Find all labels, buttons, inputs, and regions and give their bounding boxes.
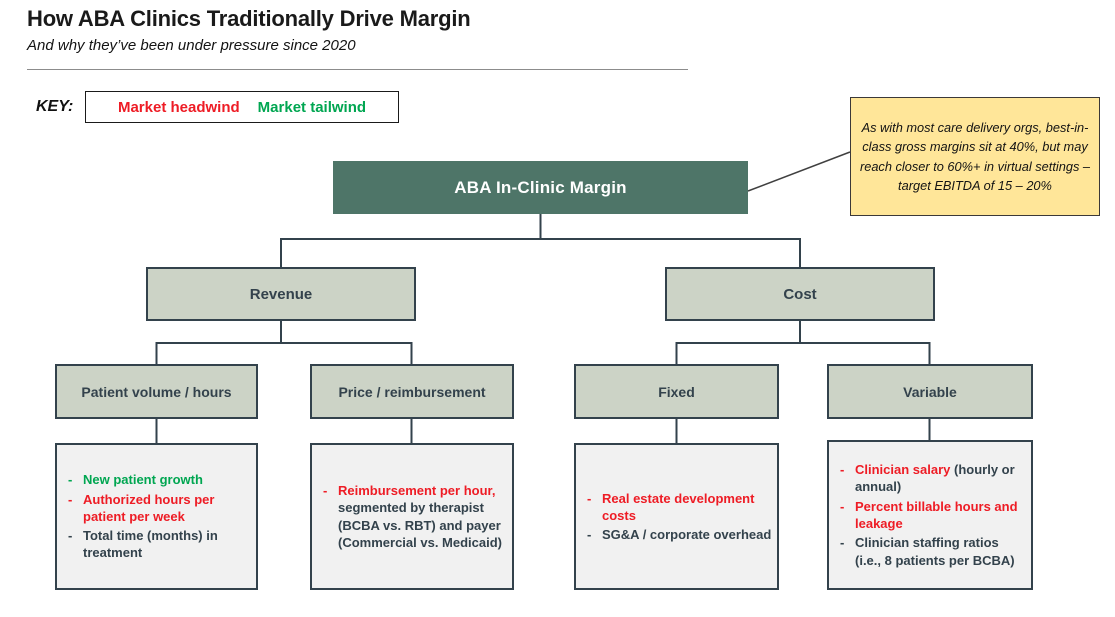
bullet-dash: -: [587, 527, 592, 543]
list-item-text: SG&A / corporate overhead: [602, 527, 772, 543]
margin-benchmark-note-text: As with most care delivery orgs, best-in…: [859, 120, 1091, 193]
bullet-dash: -: [840, 462, 845, 478]
bullet-dash: -: [840, 535, 845, 551]
bullet-dash: -: [68, 528, 73, 544]
node-aba-in-clinic-margin: ABA In-Clinic Margin: [333, 161, 748, 214]
node-fixed: Fixed: [574, 364, 779, 419]
node-cost: Cost: [665, 267, 935, 321]
list-item-text: Clinician salary (hourly or annual): [855, 462, 1015, 495]
list-item-text: Real estate development costs: [602, 490, 755, 523]
list-item-text: New patient growth: [83, 472, 203, 488]
node-revenue: Revenue: [146, 267, 416, 321]
leaf-variable-cost-drivers: -Clinician salary (hourly or annual)-Per…: [827, 440, 1033, 590]
list-item-text: Percent billable hours and leakage: [855, 498, 1018, 531]
header-divider: [27, 69, 688, 70]
margin-benchmark-note: As with most care delivery orgs, best-in…: [850, 97, 1100, 216]
list-item: -Authorized hours per patient per week: [66, 491, 251, 526]
node-patient-volume-hours: Patient volume / hours: [55, 364, 258, 419]
node-price-reimbursement: Price / reimbursement: [310, 364, 514, 419]
key-label: KEY:: [36, 98, 74, 115]
list-item-text: Clinician staffing ratios (i.e., 8 patie…: [855, 535, 1015, 568]
list-item: -Reimbursement per hour, segmented by th…: [321, 482, 507, 551]
list-item: -SG&A / corporate overhead: [585, 526, 772, 543]
key-legend-box: Market headwind Market tailwind: [85, 91, 399, 123]
list-item-text: Reimbursement per hour, segmented by the…: [338, 482, 502, 550]
page-subtitle: And why they’ve been under pressure sinc…: [27, 37, 356, 54]
list-item: -New patient growth: [66, 471, 251, 488]
list-item: -Clinician staffing ratios (i.e., 8 pati…: [838, 534, 1026, 569]
leaf-fixed-cost-drivers: -Real estate development costs-SG&A / co…: [574, 443, 779, 590]
list-item-text: Authorized hours per patient per week: [83, 491, 215, 524]
bullet-dash: -: [323, 482, 328, 498]
key-market-tailwind: Market tailwind: [257, 98, 367, 116]
bullet-dash: -: [68, 472, 73, 488]
bullet-dash: -: [587, 490, 592, 506]
leaf-price-drivers: -Reimbursement per hour, segmented by th…: [310, 443, 514, 590]
leaf-patient-volume-drivers: -New patient growth-Authorized hours per…: [55, 443, 258, 590]
key-market-headwind: Market headwind: [117, 98, 240, 116]
list-item: -Real estate development costs: [585, 490, 772, 525]
node-variable: Variable: [827, 364, 1033, 419]
page-title: How ABA Clinics Traditionally Drive Marg…: [27, 6, 471, 31]
bullet-dash: -: [68, 491, 73, 507]
list-item: -Clinician salary (hourly or annual): [838, 461, 1026, 496]
list-item: -Percent billable hours and leakage: [838, 498, 1026, 533]
list-item-text: Total time (months) in treatment: [83, 528, 218, 561]
list-item: -Total time (months) in treatment: [66, 527, 251, 562]
bullet-dash: -: [840, 498, 845, 514]
